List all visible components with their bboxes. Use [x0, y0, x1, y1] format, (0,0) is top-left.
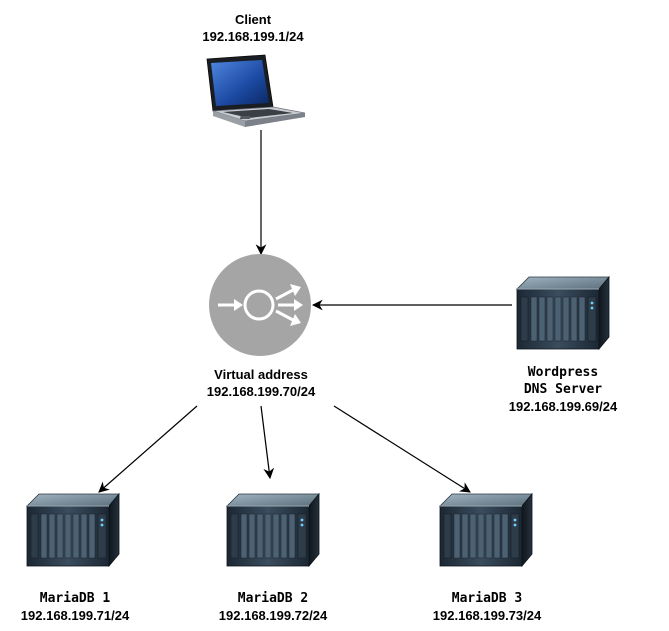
- dns-ip: 192.168.199.69/24: [508, 399, 618, 414]
- db2-ip: 192.168.199.72/24: [218, 608, 328, 623]
- virtual-name: Virtual address: [214, 367, 308, 382]
- db3-ip: 192.168.199.73/24: [432, 608, 542, 623]
- laptop-icon: [206, 54, 306, 127]
- dns-name-line1: Wordpress: [527, 365, 599, 380]
- virtual-label: Virtual address 192.168.199.70/24: [207, 366, 315, 400]
- db2-name: MariaDB 2: [237, 591, 309, 606]
- client-name: Client: [234, 12, 272, 27]
- db2-label: MariaDB 2 192.168.199.72/24: [219, 590, 327, 624]
- db3-label: MariaDB 3 192.168.199.73/24: [433, 590, 541, 624]
- dns-label: Wordpress DNS Server 192.168.199.69/24: [509, 364, 617, 415]
- db3-name: MariaDB 3: [451, 591, 523, 606]
- virtual-ip: 192.168.199.70/24: [206, 384, 316, 399]
- db1-label: MariaDB 1 192.168.199.71/24: [21, 590, 129, 624]
- client-label: Client 192.168.199.1/24: [202, 11, 303, 45]
- edge-virtual-to-db1: [98, 405, 198, 493]
- db2-server-icon: [226, 493, 320, 567]
- client-ip: 192.168.199.1/24: [202, 29, 304, 44]
- dns-server-icon: [516, 276, 610, 350]
- db1-ip: 192.168.199.71/24: [20, 608, 130, 623]
- dns-name-line2: DNS Server: [523, 382, 603, 397]
- db1-server-icon: [26, 493, 120, 567]
- db1-name: MariaDB 1: [39, 591, 111, 606]
- load-balancer-icon: [209, 254, 311, 356]
- edge-virtual-to-db3: [333, 405, 471, 493]
- edge-virtual-to-db2: [260, 405, 275, 480]
- edges: [98, 130, 512, 493]
- db3-server-icon: [439, 493, 533, 567]
